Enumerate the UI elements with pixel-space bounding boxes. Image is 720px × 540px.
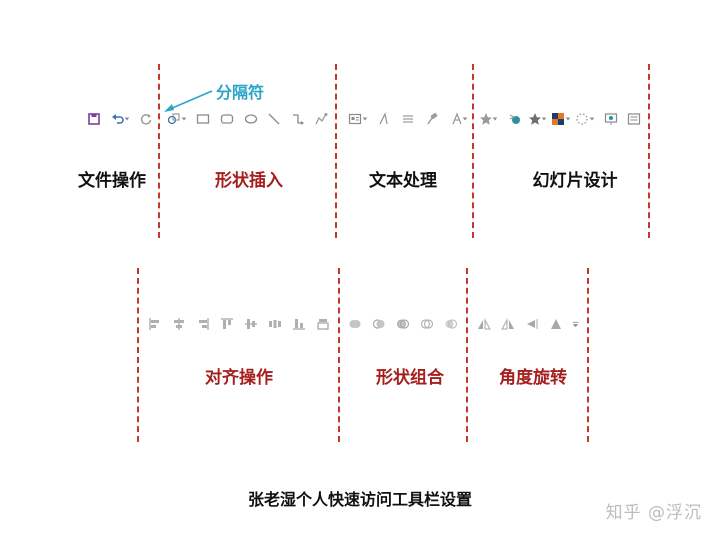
textbox-icon[interactable] <box>347 111 363 127</box>
quick-access-toolbar-bottom <box>0 316 720 334</box>
align-right-icon[interactable] <box>195 316 211 332</box>
group-label-alignment: 对齐操作 <box>205 368 273 388</box>
fragment-icon[interactable] <box>395 316 411 332</box>
figure-caption: 张老湿个人快速访问工具栏设置 <box>247 490 473 509</box>
chevron-down-icon[interactable] <box>123 111 131 127</box>
combine-icon[interactable] <box>371 316 387 332</box>
group-label-text-processing: 文本处理 <box>369 171 437 191</box>
separator-line <box>335 64 337 238</box>
line-icon[interactable] <box>266 111 282 127</box>
star-icon[interactable] <box>527 111 543 127</box>
align-left-icon[interactable] <box>147 316 163 332</box>
align-bottom-icon[interactable] <box>315 316 331 332</box>
align-bottom-icon[interactable] <box>291 316 307 332</box>
separator-line <box>472 64 474 238</box>
distribute-horizontal-icon[interactable] <box>267 316 283 332</box>
chevron-down-icon[interactable] <box>540 111 548 127</box>
chevron-down-icon[interactable] <box>461 111 469 127</box>
shapes-icon[interactable] <box>166 111 182 127</box>
elbow-connector-icon[interactable] <box>290 111 306 127</box>
watermark: 知乎 @浮沉 <box>605 503 702 523</box>
separator-line <box>137 268 139 442</box>
rectangle-icon[interactable] <box>195 111 211 127</box>
star-icon[interactable] <box>478 111 494 127</box>
align-top-icon[interactable] <box>219 316 235 332</box>
color-palette-icon[interactable] <box>550 111 566 127</box>
save-icon[interactable] <box>86 111 102 127</box>
chevron-down-icon[interactable] <box>180 111 188 127</box>
text-style-icon[interactable] <box>376 111 392 127</box>
quick-access-toolbar-top <box>0 111 720 129</box>
freeform-icon[interactable] <box>313 111 329 127</box>
align-text-icon[interactable] <box>400 111 416 127</box>
flip-vertical-icon[interactable] <box>524 316 540 332</box>
chevron-down-icon[interactable] <box>491 111 499 127</box>
group-label-rotation: 角度旋转 <box>499 368 567 388</box>
group-label-slide-design: 幻灯片设计 <box>532 171 618 191</box>
dotted-circle-icon[interactable] <box>574 111 590 127</box>
slide-layout-icon[interactable] <box>626 111 642 127</box>
union-icon[interactable] <box>347 316 363 332</box>
chevron-down-icon[interactable] <box>361 111 369 127</box>
subtract-icon[interactable] <box>443 316 459 332</box>
group-label-file-operations: 文件操作 <box>78 171 146 191</box>
slide-transition-icon[interactable] <box>507 111 523 127</box>
format-painter-icon[interactable] <box>424 111 440 127</box>
font-color-icon[interactable] <box>449 111 465 127</box>
chevron-down-icon[interactable] <box>564 111 572 127</box>
separator-line <box>466 268 468 442</box>
chevron-down-icon[interactable] <box>588 111 596 127</box>
redo-icon[interactable] <box>138 111 154 127</box>
group-label-shape-insert: 形状插入 <box>215 171 283 191</box>
customize-toolbar-icon[interactable] <box>570 316 580 332</box>
slideshow-icon[interactable] <box>603 111 619 127</box>
separator-line <box>587 268 589 442</box>
separator-line <box>338 268 340 442</box>
ellipse-icon[interactable] <box>243 111 259 127</box>
separator-callout-label: 分隔符 <box>216 83 265 102</box>
rotate-right-icon[interactable] <box>500 316 516 332</box>
separator-line <box>648 64 650 238</box>
align-middle-icon[interactable] <box>243 316 259 332</box>
group-label-shape-combine: 形状组合 <box>376 368 444 388</box>
intersect-icon[interactable] <box>419 316 435 332</box>
rounded-rectangle-icon[interactable] <box>219 111 235 127</box>
separator-line <box>158 64 160 238</box>
rotate-left-icon[interactable] <box>476 316 492 332</box>
flip-horizontal-icon[interactable] <box>548 316 564 332</box>
align-center-icon[interactable] <box>171 316 187 332</box>
undo-icon[interactable] <box>110 111 126 127</box>
